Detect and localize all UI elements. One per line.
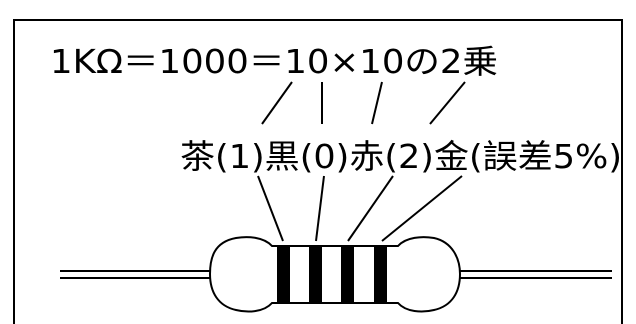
band-brown [277, 246, 290, 303]
band-connectors [257, 175, 463, 242]
band-red [341, 246, 354, 303]
connector-line-4 [429, 81, 466, 125]
band-connector-red [347, 175, 394, 242]
band-black [309, 246, 322, 303]
band-connector-brown [257, 175, 284, 242]
connector-line-3 [371, 81, 383, 125]
formula-text: 1KΩ＝1000＝10×10の2乗 [50, 42, 498, 81]
connector-line-1 [261, 81, 293, 125]
resistor-body [208, 236, 462, 313]
band-connector-gold [381, 175, 463, 242]
lead-wires [60, 270, 612, 279]
band-gold [374, 246, 387, 303]
color-bands [277, 246, 387, 303]
band-labels-text: 茶(1)黒(0)赤(2)金(誤差5%) [180, 137, 622, 176]
diagram-frame [13, 19, 623, 324]
band-connector-black [315, 175, 325, 242]
formula-connectors [261, 81, 466, 125]
